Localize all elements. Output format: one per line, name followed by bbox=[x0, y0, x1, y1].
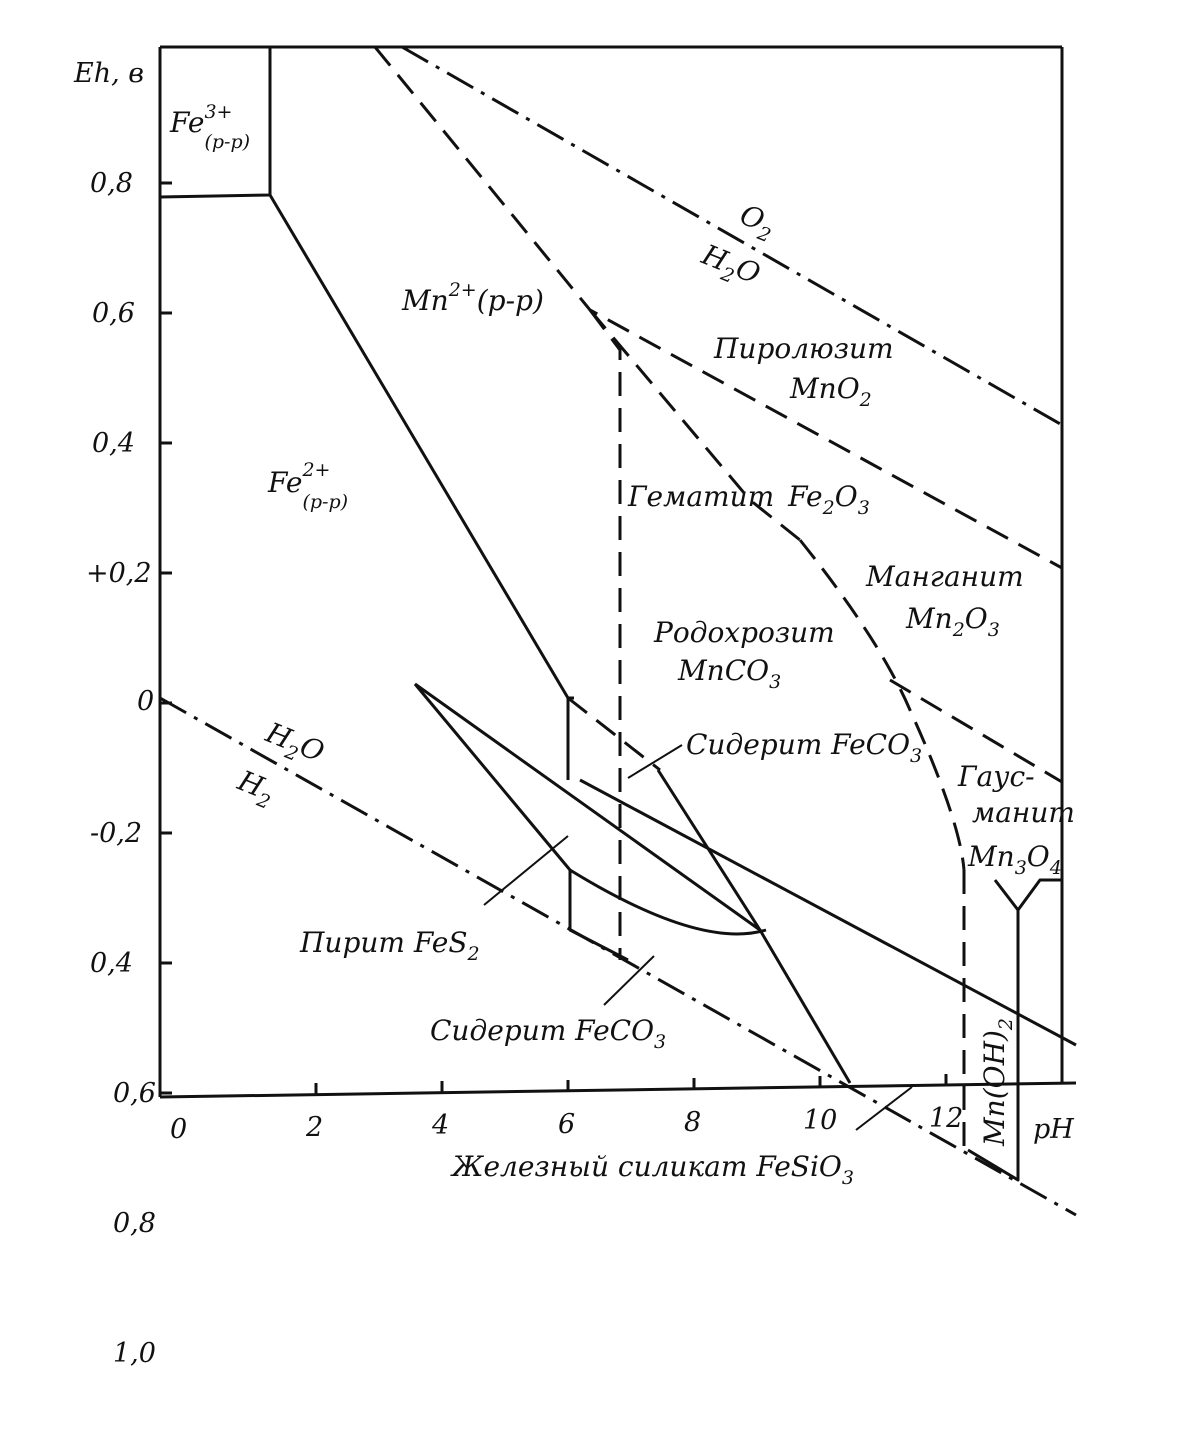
label-mn2: Mn2+(p-p) bbox=[401, 279, 544, 317]
label-siderite-lower: Сидерит FeCO3 bbox=[430, 1014, 666, 1053]
x-tick-label: 6 bbox=[558, 1109, 575, 1140]
label-pyrolusite-name: Пиролюзит bbox=[713, 332, 894, 365]
x-axis bbox=[159, 1081, 1077, 1099]
x-tick-label: 0 bbox=[170, 1114, 187, 1145]
y-tick-label: 0,6 bbox=[92, 298, 135, 329]
hematite-manganite-line bbox=[588, 309, 801, 542]
fe2-hematite-boundary bbox=[268, 194, 570, 780]
x-tick-label: 4 bbox=[431, 1110, 449, 1141]
label-rhodochrosite-name: Родохрозит bbox=[653, 616, 835, 649]
y-tick-label: -0,2 bbox=[90, 818, 142, 849]
label-manganite-formula: Mn2O3 bbox=[905, 602, 1000, 641]
x-tick-label: 2 bbox=[305, 1112, 323, 1143]
rhodochrosite-manganite-boundary bbox=[798, 539, 966, 871]
label-rhodochrosite-formula: MnCO3 bbox=[677, 654, 781, 693]
label-pyrolusite-formula: MnO2 bbox=[789, 372, 872, 411]
label-hausmannite-2: манит bbox=[972, 796, 1075, 829]
x-tick-label: 12 bbox=[929, 1103, 963, 1134]
manganite-hausmannite-boundary bbox=[889, 678, 1063, 784]
pyrite-leader bbox=[483, 835, 569, 906]
label-h2: H2 bbox=[230, 764, 279, 814]
y-tick-label: 0,4 bbox=[90, 948, 133, 979]
y-tick-label: 0,8 bbox=[113, 1208, 156, 1239]
y-tick-label: 0 bbox=[137, 686, 154, 717]
label-h2o-upper: H2O bbox=[694, 238, 765, 297]
hausmannite-v-left bbox=[993, 879, 1020, 911]
label-hausmannite-1: Гаус- bbox=[957, 760, 1035, 793]
x-tick-label: 10 bbox=[803, 1105, 837, 1136]
label-fe-silicate: Железный силикат FeSiO3 bbox=[450, 1150, 854, 1189]
pyrite-siderite-curve bbox=[569, 868, 767, 936]
y-tick-label: 0,4 bbox=[92, 428, 135, 459]
pyrite-left-boundary bbox=[413, 683, 629, 962]
x-ticks: 0 2 4 6 8 10 12 bbox=[170, 1074, 963, 1145]
label-h2o-lower: H2O bbox=[258, 716, 329, 775]
rhodochrosite-siderite-boundary bbox=[567, 696, 661, 772]
x-axis-title: pH bbox=[1033, 1114, 1074, 1145]
y-tick-label: 0,8 bbox=[90, 168, 133, 199]
label-hausmannite-formula: Mn3O4 bbox=[967, 840, 1062, 879]
label-siderite-upper: Сидерит FeCO3 bbox=[686, 728, 922, 767]
label-fe3: Fe3+(p-p) bbox=[169, 101, 250, 153]
silicate-leader bbox=[855, 1086, 913, 1131]
siderite-lower-leader bbox=[603, 955, 655, 1006]
label-pyrite: Пирит FeS2 bbox=[299, 926, 480, 965]
x-tick-label: 8 bbox=[684, 1107, 701, 1138]
o2-h2o-boundary bbox=[401, 45, 1063, 427]
y-tick-label: +0,2 bbox=[86, 558, 152, 589]
label-fe2: Fe2+(p-p) bbox=[267, 459, 348, 513]
label-mnoh2: Mn(OH)2 bbox=[978, 1018, 1017, 1147]
y-tick-label: 1,0 bbox=[113, 1338, 156, 1369]
hematite-siderite-boundary bbox=[579, 778, 1077, 1047]
y-tick-label: 0,6 bbox=[113, 1078, 156, 1109]
label-manganite-name: Манганит bbox=[865, 560, 1024, 593]
y-ticks: 0,8 0,6 0,4 +0,2 0 -0,2 0,4 0,6 0,8 1,0 bbox=[86, 168, 172, 1369]
mn2-rhodochrosite-boundary bbox=[588, 309, 622, 960]
siderite-upper-leader bbox=[627, 744, 683, 779]
siderite-wedge-line bbox=[656, 769, 762, 931]
y-axis-title: Eh, в bbox=[73, 58, 144, 89]
